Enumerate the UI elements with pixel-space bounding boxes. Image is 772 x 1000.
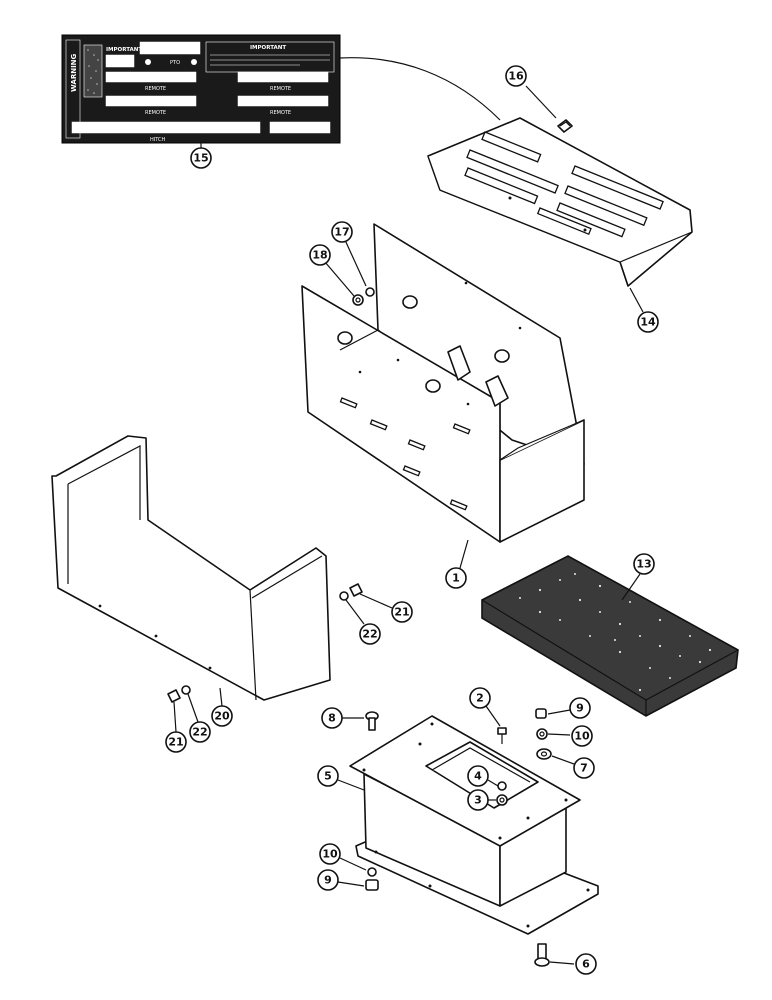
console-box <box>301 223 585 543</box>
callout-8: 8 <box>321 707 364 729</box>
svg-text:20: 20 <box>214 710 230 723</box>
svg-text:3: 3 <box>474 794 482 807</box>
decal-pto-text: PTO <box>170 60 180 66</box>
warning-decal: WARNING IMPORTANT PTO IMPORTANT REMOTE R… <box>61 34 341 144</box>
callout-5: 5 <box>317 765 365 791</box>
svg-text:4: 4 <box>474 770 482 783</box>
top-plate <box>427 117 693 287</box>
washer-10-upper <box>536 728 548 740</box>
callout-4: 4 <box>467 765 499 787</box>
svg-text:2: 2 <box>476 692 484 705</box>
decal-important-right: IMPORTANT <box>250 45 286 51</box>
callout-14: 14 <box>629 287 659 333</box>
callout-1: 1 <box>445 539 469 589</box>
cover <box>51 435 331 701</box>
svg-text:21: 21 <box>394 606 409 619</box>
washer-22-right <box>339 591 349 601</box>
callout-6: 6 <box>549 953 597 975</box>
svg-text:13: 13 <box>636 558 651 571</box>
decal-remote-4: REMOTE <box>270 110 291 116</box>
callout-7: 7 <box>551 755 595 779</box>
nut-4 <box>497 781 507 791</box>
svg-text:6: 6 <box>582 958 590 971</box>
washer-7 <box>536 748 552 760</box>
svg-text:14: 14 <box>640 316 656 329</box>
svg-text:9: 9 <box>576 702 584 715</box>
svg-text:10: 10 <box>574 730 590 743</box>
callout-13: 13 <box>621 553 655 601</box>
svg-text:5: 5 <box>324 770 332 783</box>
callout-17: 17 <box>331 221 367 287</box>
decal-remote-1: REMOTE <box>145 86 166 92</box>
decal-leader <box>339 57 501 121</box>
callout-22-left: 22 <box>187 693 211 743</box>
bolt-21-left <box>167 689 181 703</box>
washer-17 <box>365 287 375 297</box>
foam-pad <box>481 555 739 717</box>
callout-15: 15 <box>190 143 212 169</box>
svg-text:16: 16 <box>508 70 524 83</box>
callout-9-lower: 9 <box>317 869 365 891</box>
decal-warning-text: WARNING <box>70 53 78 92</box>
callout-16: 16 <box>505 65 557 119</box>
callout-2: 2 <box>469 687 501 727</box>
callout-10-upper: 10 <box>547 725 593 747</box>
base-housing <box>349 715 599 935</box>
callout-21-right: 21 <box>359 593 413 623</box>
nut-3 <box>496 794 508 806</box>
bolt-6 <box>534 943 550 967</box>
decal-remote-2: REMOTE <box>270 86 291 92</box>
callout-3: 3 <box>467 789 496 811</box>
nut-9-upper <box>535 708 547 719</box>
svg-text:18: 18 <box>312 249 327 262</box>
nut-9-lower <box>365 879 379 891</box>
callout-10-lower: 10 <box>319 843 367 871</box>
decal-important-left: IMPORTANT <box>106 47 142 53</box>
svg-text:17: 17 <box>334 226 349 239</box>
callout-22-right: 22 <box>345 599 381 645</box>
nut-18 <box>352 294 364 306</box>
callout-18: 18 <box>309 244 355 297</box>
svg-text:7: 7 <box>580 762 588 775</box>
washer-10-lower <box>367 867 377 877</box>
svg-text:10: 10 <box>322 848 338 861</box>
svg-text:1: 1 <box>452 572 460 585</box>
svg-text:22: 22 <box>362 628 377 641</box>
decal-hitch-text: HITCH <box>150 137 165 143</box>
decal-remote-3: REMOTE <box>145 110 166 116</box>
svg-text:9: 9 <box>324 874 332 887</box>
washer-22-left <box>181 685 191 695</box>
screw-2 <box>497 727 507 744</box>
callout-21-left: 21 <box>165 701 187 753</box>
svg-text:8: 8 <box>328 712 336 725</box>
callout-20: 20 <box>211 687 233 727</box>
svg-text:21: 21 <box>168 736 183 749</box>
bolt-21-right <box>349 583 363 597</box>
callout-9-upper: 9 <box>547 697 591 719</box>
svg-text:15: 15 <box>193 152 208 165</box>
bolt-8 <box>365 711 379 731</box>
svg-text:22: 22 <box>192 726 207 739</box>
bolt-16 <box>557 119 573 133</box>
